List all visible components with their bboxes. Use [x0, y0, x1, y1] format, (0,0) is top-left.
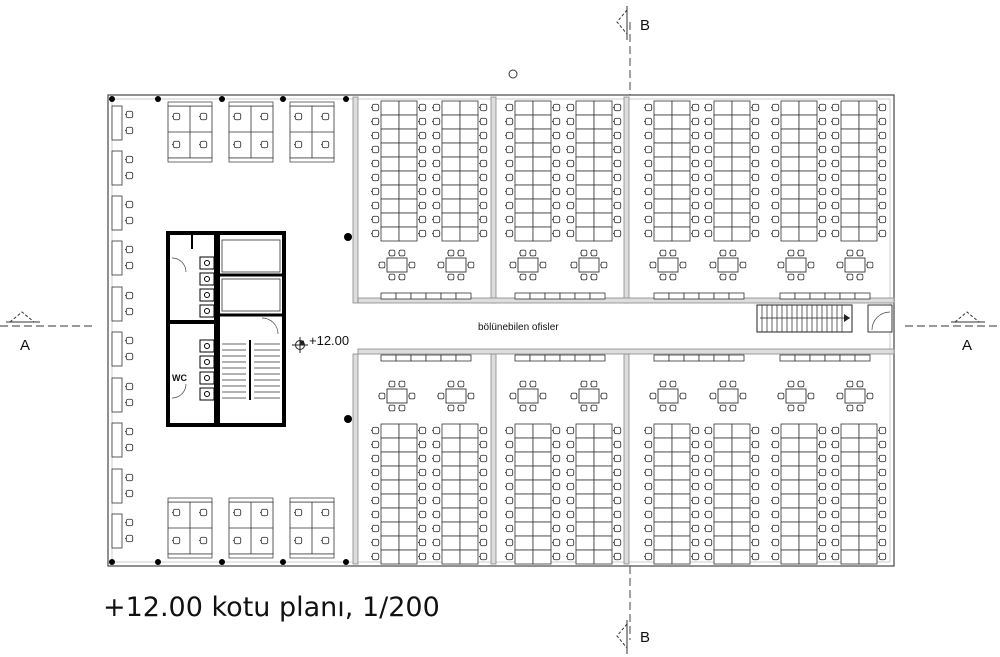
section-label-a-right: A: [962, 337, 972, 354]
wc-label: WC: [172, 373, 187, 383]
section-marker-b-top: B: [616, 6, 650, 40]
section-label-b-bottom: B: [640, 629, 650, 646]
reference-circle: [508, 69, 518, 79]
section-marker-b-bottom: B: [616, 620, 650, 654]
left-benches: [112, 106, 133, 548]
corridor-label: bölünebilen ofisler: [478, 322, 559, 333]
corner-workstations: [168, 102, 334, 558]
service-core: WC: [166, 231, 286, 427]
drawing-title: +12.00 kotu planı, 1/200: [103, 592, 440, 623]
section-marker-a-left: A: [6, 311, 40, 354]
building-outline: [107, 94, 895, 567]
level-marker: +12.00: [292, 333, 349, 353]
level-label: +12.00: [309, 333, 349, 348]
office-partitions: [352, 96, 895, 565]
structural-columns: [109, 96, 352, 565]
section-lines: [0, 22, 1000, 640]
section-label-a-left: A: [20, 337, 30, 354]
section-marker-a-right: A: [951, 311, 985, 354]
right-stair: [756, 304, 893, 333]
section-label-b-top: B: [640, 17, 650, 34]
